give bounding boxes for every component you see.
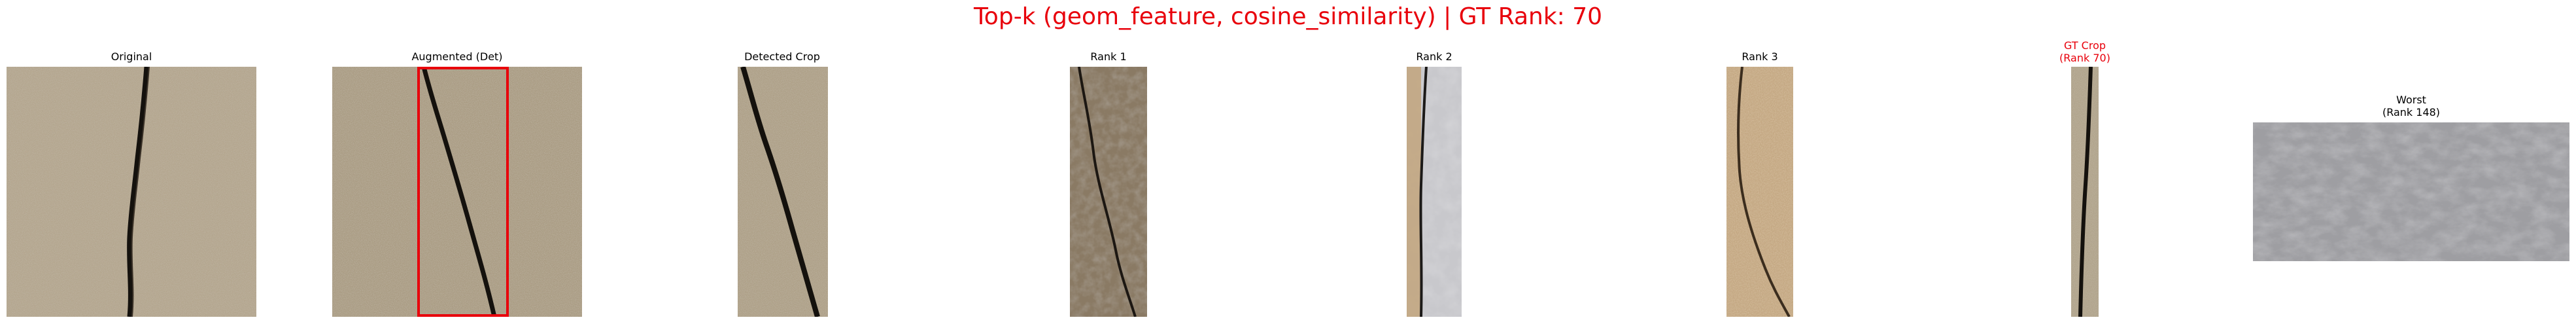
- original-image: [7, 67, 256, 317]
- augmented-image: [332, 67, 582, 317]
- panel-title-rank-2: Rank 2: [1416, 50, 1452, 63]
- rank-1-image: [1070, 67, 1147, 317]
- panel-title-augmented: Augmented (Det): [411, 50, 503, 63]
- panel-title-detected-crop: Detected Crop: [744, 50, 820, 63]
- panel-title-rank-3: Rank 3: [1742, 50, 1778, 63]
- rank-3-image: [1726, 67, 1793, 317]
- panel-title-gt-crop: GT Crop (Rank 70): [2059, 39, 2110, 64]
- panel-title-original: Original: [111, 50, 152, 63]
- detection-box: [417, 67, 509, 317]
- gt-crop-image: [2071, 67, 2099, 317]
- worst-image: [2253, 122, 2569, 261]
- figure-title: Top-k (geom_feature, cosine_similarity) …: [973, 3, 1603, 30]
- panel-title-rank-1: Rank 1: [1090, 50, 1127, 63]
- rank-2-image: [1407, 67, 1462, 317]
- panel-title-worst: Worst (Rank 148): [2382, 94, 2441, 118]
- detected-crop-image: [738, 67, 828, 317]
